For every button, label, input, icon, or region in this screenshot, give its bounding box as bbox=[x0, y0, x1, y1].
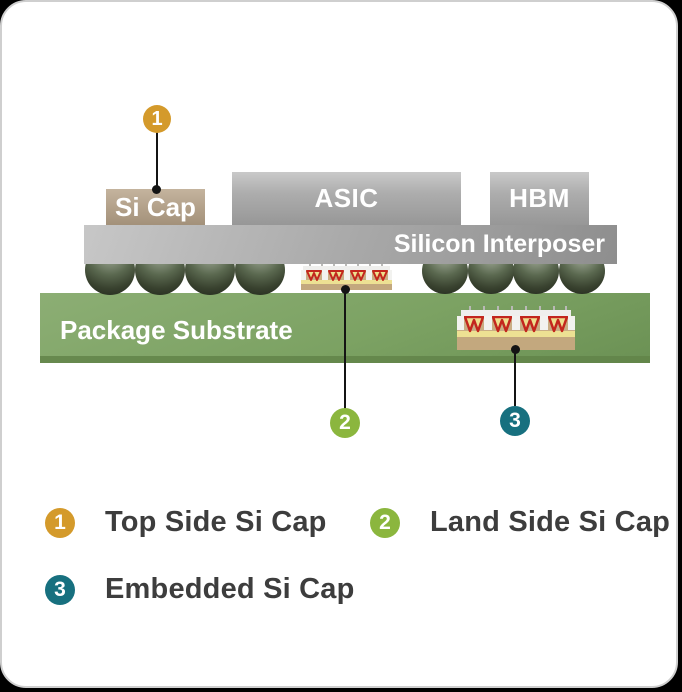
legend-item-land-side: 2 Land Side Si Cap bbox=[370, 506, 670, 539]
legend-badge-3-number: 3 bbox=[54, 577, 66, 601]
pointer-line-3 bbox=[514, 351, 516, 406]
pointer-line-1 bbox=[156, 132, 158, 190]
asic-label: ASIC bbox=[314, 183, 379, 213]
anchor-dot-3 bbox=[511, 345, 520, 354]
marker-1-badge: 1 bbox=[143, 105, 171, 133]
asic-block: ASIC bbox=[232, 172, 461, 225]
legend-label-land-side: Land Side Si Cap bbox=[430, 506, 671, 538]
legend-badge-1-number: 1 bbox=[54, 510, 66, 534]
legend-item-top-side: 1 Top Side Si Cap bbox=[45, 506, 327, 539]
marker-2-number: 2 bbox=[339, 411, 351, 434]
marker-3-badge: 3 bbox=[500, 406, 530, 436]
marker-2-badge: 2 bbox=[330, 408, 360, 438]
pointer-line-2 bbox=[344, 291, 346, 409]
legend-item-embedded: 3 Embedded Si Cap bbox=[45, 573, 355, 606]
marker-1-number: 1 bbox=[151, 107, 163, 130]
si-cap-label: Si Cap bbox=[115, 191, 196, 222]
si-cap-block: Si Cap bbox=[106, 189, 205, 225]
marker-3-number: 3 bbox=[509, 409, 521, 432]
legend-label-embedded: Embedded Si Cap bbox=[105, 573, 355, 605]
anchor-dot-2 bbox=[341, 285, 350, 294]
substrate-label: Package Substrate bbox=[60, 315, 293, 345]
interposer-label: Silicon Interposer bbox=[393, 230, 605, 258]
interposer-bar: Silicon Interposer bbox=[84, 225, 617, 264]
legend-badge-2: 2 bbox=[370, 507, 400, 538]
legend-badge-1: 1 bbox=[45, 507, 75, 538]
hbm-block: HBM bbox=[490, 172, 589, 225]
anchor-dot-1 bbox=[152, 185, 161, 194]
legend-badge-3: 3 bbox=[45, 574, 75, 605]
legend-badge-2-number: 2 bbox=[379, 510, 391, 534]
package-diagram: Package Substrate Si Cap ASIC HBM Silico… bbox=[2, 2, 676, 462]
legend-label-top-side: Top Side Si Cap bbox=[105, 506, 327, 538]
embedded-cap-graphic bbox=[457, 306, 575, 350]
hbm-label: HBM bbox=[509, 183, 570, 213]
